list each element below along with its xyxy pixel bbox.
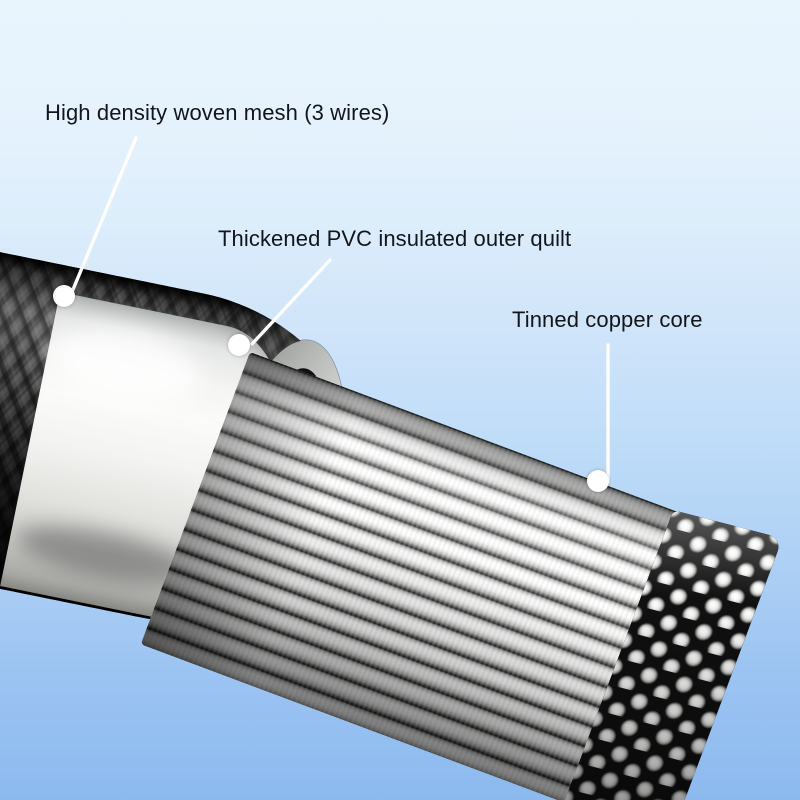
callout-dot-copper-core	[587, 470, 609, 492]
callout-label-pvc: Thickened PVC insulated outer quilt	[218, 226, 572, 251]
callout-dot-woven-mesh	[53, 285, 75, 307]
callout-label-copper-core: Tinned copper core	[512, 307, 703, 332]
callout-dot-pvc	[228, 334, 250, 356]
callout-label-woven-mesh: High density woven mesh (3 wires)	[45, 100, 390, 125]
